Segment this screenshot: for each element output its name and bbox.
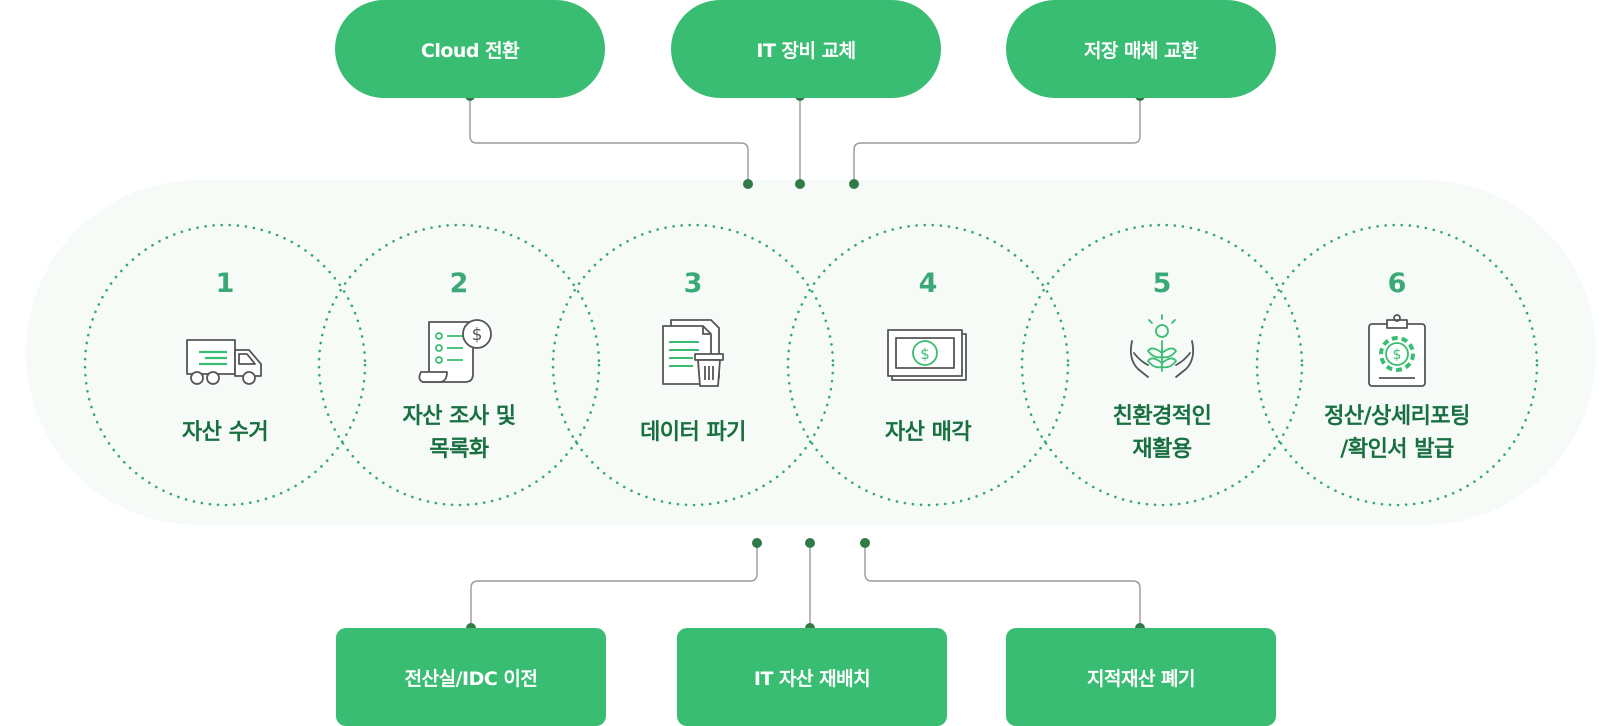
step-circle-4 <box>786 223 1070 507</box>
bottom-item-1: 전산실/IDC 이전 <box>336 628 606 726</box>
truck-icon <box>186 339 262 385</box>
bottom-connector-3 <box>864 543 1141 628</box>
top-item-label: Cloud 전환 <box>420 39 520 62</box>
step-circle-2 <box>317 223 601 507</box>
process-band <box>26 180 1596 525</box>
bottom-item-label: 전산실/IDC 이전 <box>404 667 538 690</box>
connector-dot <box>752 538 762 548</box>
step-circle-5 <box>1020 223 1304 507</box>
step-circle-6 <box>1255 223 1539 507</box>
top-connector-1 <box>469 96 749 183</box>
step-circle-3 <box>551 223 835 507</box>
document-trash-icon <box>662 319 724 387</box>
step-number-6: 6 <box>1387 268 1407 299</box>
bottom-item-label: IT 자산 재배치 <box>753 667 871 690</box>
clipboard-gear-dollar-icon: $ <box>1368 314 1426 387</box>
top-connector-3 <box>853 96 1141 183</box>
connector-dot <box>795 179 805 189</box>
banknote-icon: $ <box>887 329 967 381</box>
bottom-item-label: 지적재산 폐기 <box>1087 667 1196 690</box>
svg-text:$: $ <box>920 345 930 363</box>
step-label-4: 자산 매각 <box>884 420 972 445</box>
svg-text:$: $ <box>1393 347 1402 363</box>
step-label-1: 자산 수거 <box>181 420 269 445</box>
connector-dot <box>849 179 859 189</box>
step-label-2: 자산 조사 및 목록화 <box>402 404 516 462</box>
step-number-2: 2 <box>449 268 469 299</box>
step-number-1: 1 <box>215 268 235 299</box>
step-label-5: 친환경적인 재활용 <box>1112 404 1212 462</box>
step-number-3: 3 <box>683 268 703 299</box>
step-number-4: 4 <box>918 268 938 299</box>
checklist-dollar-icon: $ <box>418 319 492 383</box>
bottom-connector-1 <box>470 543 758 628</box>
step-number-5: 5 <box>1152 268 1172 299</box>
plant-hands-icon <box>1129 314 1195 378</box>
top-item-1: Cloud 전환 <box>335 0 605 98</box>
connector-dot <box>743 179 753 189</box>
step-label-6: 정산/상세리포팅 /확인서 발급 <box>1324 404 1470 462</box>
top-item-3: 저장 매체 교환 <box>1006 0 1276 98</box>
top-item-label: 저장 매체 교환 <box>1083 39 1199 62</box>
connector-dot <box>860 538 870 548</box>
connector-dot <box>805 538 815 548</box>
bottom-item-2: IT 자산 재배치 <box>677 628 947 726</box>
svg-text:$: $ <box>472 325 483 345</box>
bottom-item-3: 지적재산 폐기 <box>1006 628 1276 726</box>
top-item-label: IT 장비 교체 <box>756 39 856 62</box>
top-item-2: IT 장비 교체 <box>671 0 941 98</box>
step-circle-1 <box>83 223 367 507</box>
step-label-3: 데이터 파기 <box>640 420 746 445</box>
